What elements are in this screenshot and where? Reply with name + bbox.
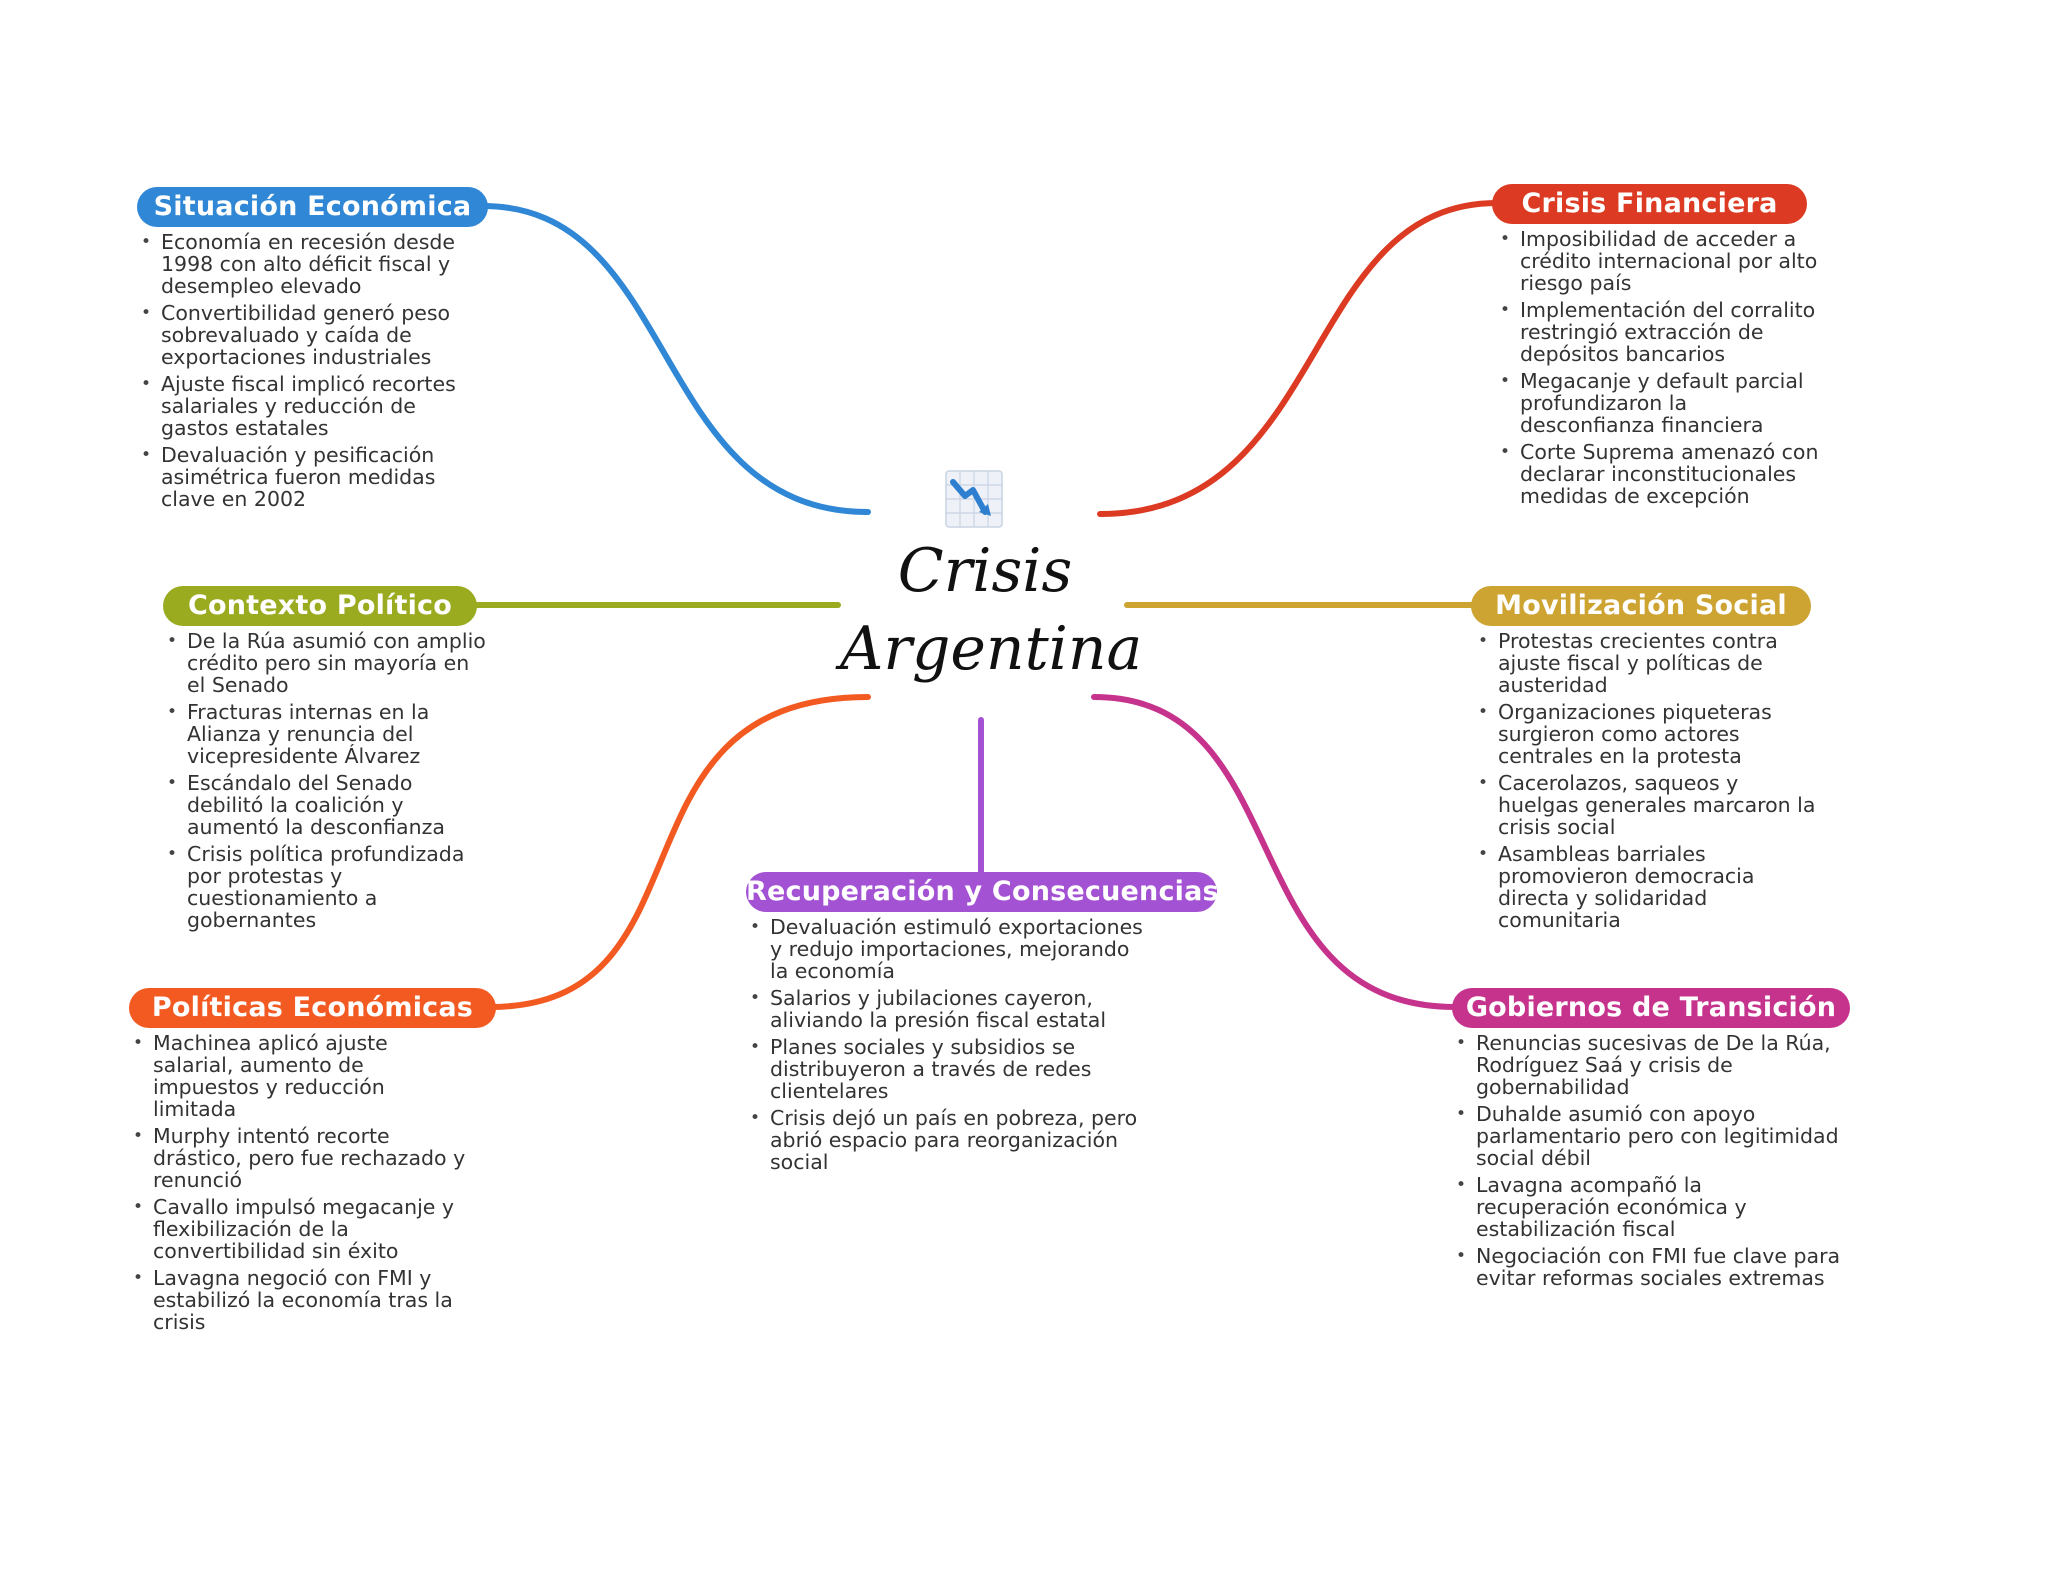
branch-items-gobiernos-transicion: Renuncias sucesivas de De la Rúa, Rodríg… [1452,1032,1842,1294]
branch-items-movilizacion-social: Protestas crecientes contra ajuste fisca… [1474,630,1819,936]
central-topic-title: Crisis Argentina [840,532,1143,688]
list-item: Devaluación estimuló exportaciones y red… [746,916,1146,982]
list-item: Salarios y jubilaciones cayeron, alivian… [746,987,1146,1031]
list-item: Crisis dejó un país en pobreza, pero abr… [746,1107,1146,1173]
list-item: Duhalde asumió con apoyo parlamentario p… [1452,1103,1842,1169]
branch-title-contexto-politico: Contexto Político [163,586,477,626]
central-topic-line-2: Argentina [840,614,1143,684]
list-item: Convertibilidad generó peso sobrevaluado… [137,302,467,368]
list-item: Ajuste fiscal implicó recortes salariale… [137,373,467,439]
list-item: De la Rúa asumió con amplio crédito pero… [163,630,493,696]
list-item: Megacanje y default parcial profundizaro… [1496,370,1826,436]
list-item: Organizaciones piqueteras surgieron como… [1474,701,1819,767]
list-item: Cavallo impulsó megacanje y flexibilizac… [129,1196,474,1262]
branch-items-crisis-financiera: Imposibilidad de acceder a crédito inter… [1496,228,1826,512]
list-item: Escándalo del Senado debilitó la coalici… [163,772,493,838]
list-item: Corte Suprema amenazó con declarar incon… [1496,441,1826,507]
list-item: Renuncias sucesivas de De la Rúa, Rodríg… [1452,1032,1842,1098]
branch-items-recuperacion: Devaluación estimuló exportaciones y red… [746,916,1146,1178]
list-item: Murphy intentó recorte drástico, pero fu… [129,1125,474,1191]
list-item: Protestas crecientes contra ajuste fisca… [1474,630,1819,696]
list-item: Asambleas barriales promovieron democrac… [1474,843,1819,931]
branch-title-politicas-economicas: Políticas Económicas [129,988,496,1028]
connector-crisis-financiera [1097,200,1500,517]
branch-items-contexto-politico: De la Rúa asumió con amplio crédito pero… [163,630,493,936]
central-topic-line-1: Crisis [897,536,1073,606]
branch-title-movilizacion-social: Movilización Social [1471,586,1811,626]
list-item: Planes sociales y subsidios se distribuy… [746,1036,1146,1102]
list-item: Lavagna acompañó la recuperación económi… [1452,1174,1842,1240]
list-item: Imposibilidad de acceder a crédito inter… [1496,228,1826,294]
list-item: Economía en recesión desde 1998 con alto… [137,231,467,297]
list-item: Cacerolazos, saqueos y huelgas generales… [1474,772,1819,838]
branch-items-politicas-economicas: Machinea aplicó ajuste salarial, aumento… [129,1032,474,1338]
list-item: Fracturas internas en la Alianza y renun… [163,701,493,767]
list-item: Negociación con FMI fue clave para evita… [1452,1245,1842,1289]
declining-chart-icon [945,470,1003,528]
list-item: Devaluación y pesificación asimétrica fu… [137,444,467,510]
branch-title-recuperacion: Recuperación y Consecuencias [746,872,1219,912]
list-item: Implementación del corralito restringió … [1496,299,1826,365]
list-item: Crisis política profundizada por protest… [163,843,493,931]
branch-title-crisis-financiera: Crisis Financiera [1492,184,1807,224]
connector-politicas-economicas [487,694,871,1010]
branch-items-situacion: Economía en recesión desde 1998 con alto… [137,231,467,515]
branch-title-gobiernos-transicion: Gobiernos de Transición [1452,988,1850,1028]
branch-title-situacion: Situación Económica [137,187,488,227]
list-item: Lavagna negoció con FMI y estabilizó la … [129,1267,474,1333]
connector-gobiernos-transicion [1091,694,1458,1010]
list-item: Machinea aplicó ajuste salarial, aumento… [129,1032,474,1120]
connector-situacion [480,203,871,515]
